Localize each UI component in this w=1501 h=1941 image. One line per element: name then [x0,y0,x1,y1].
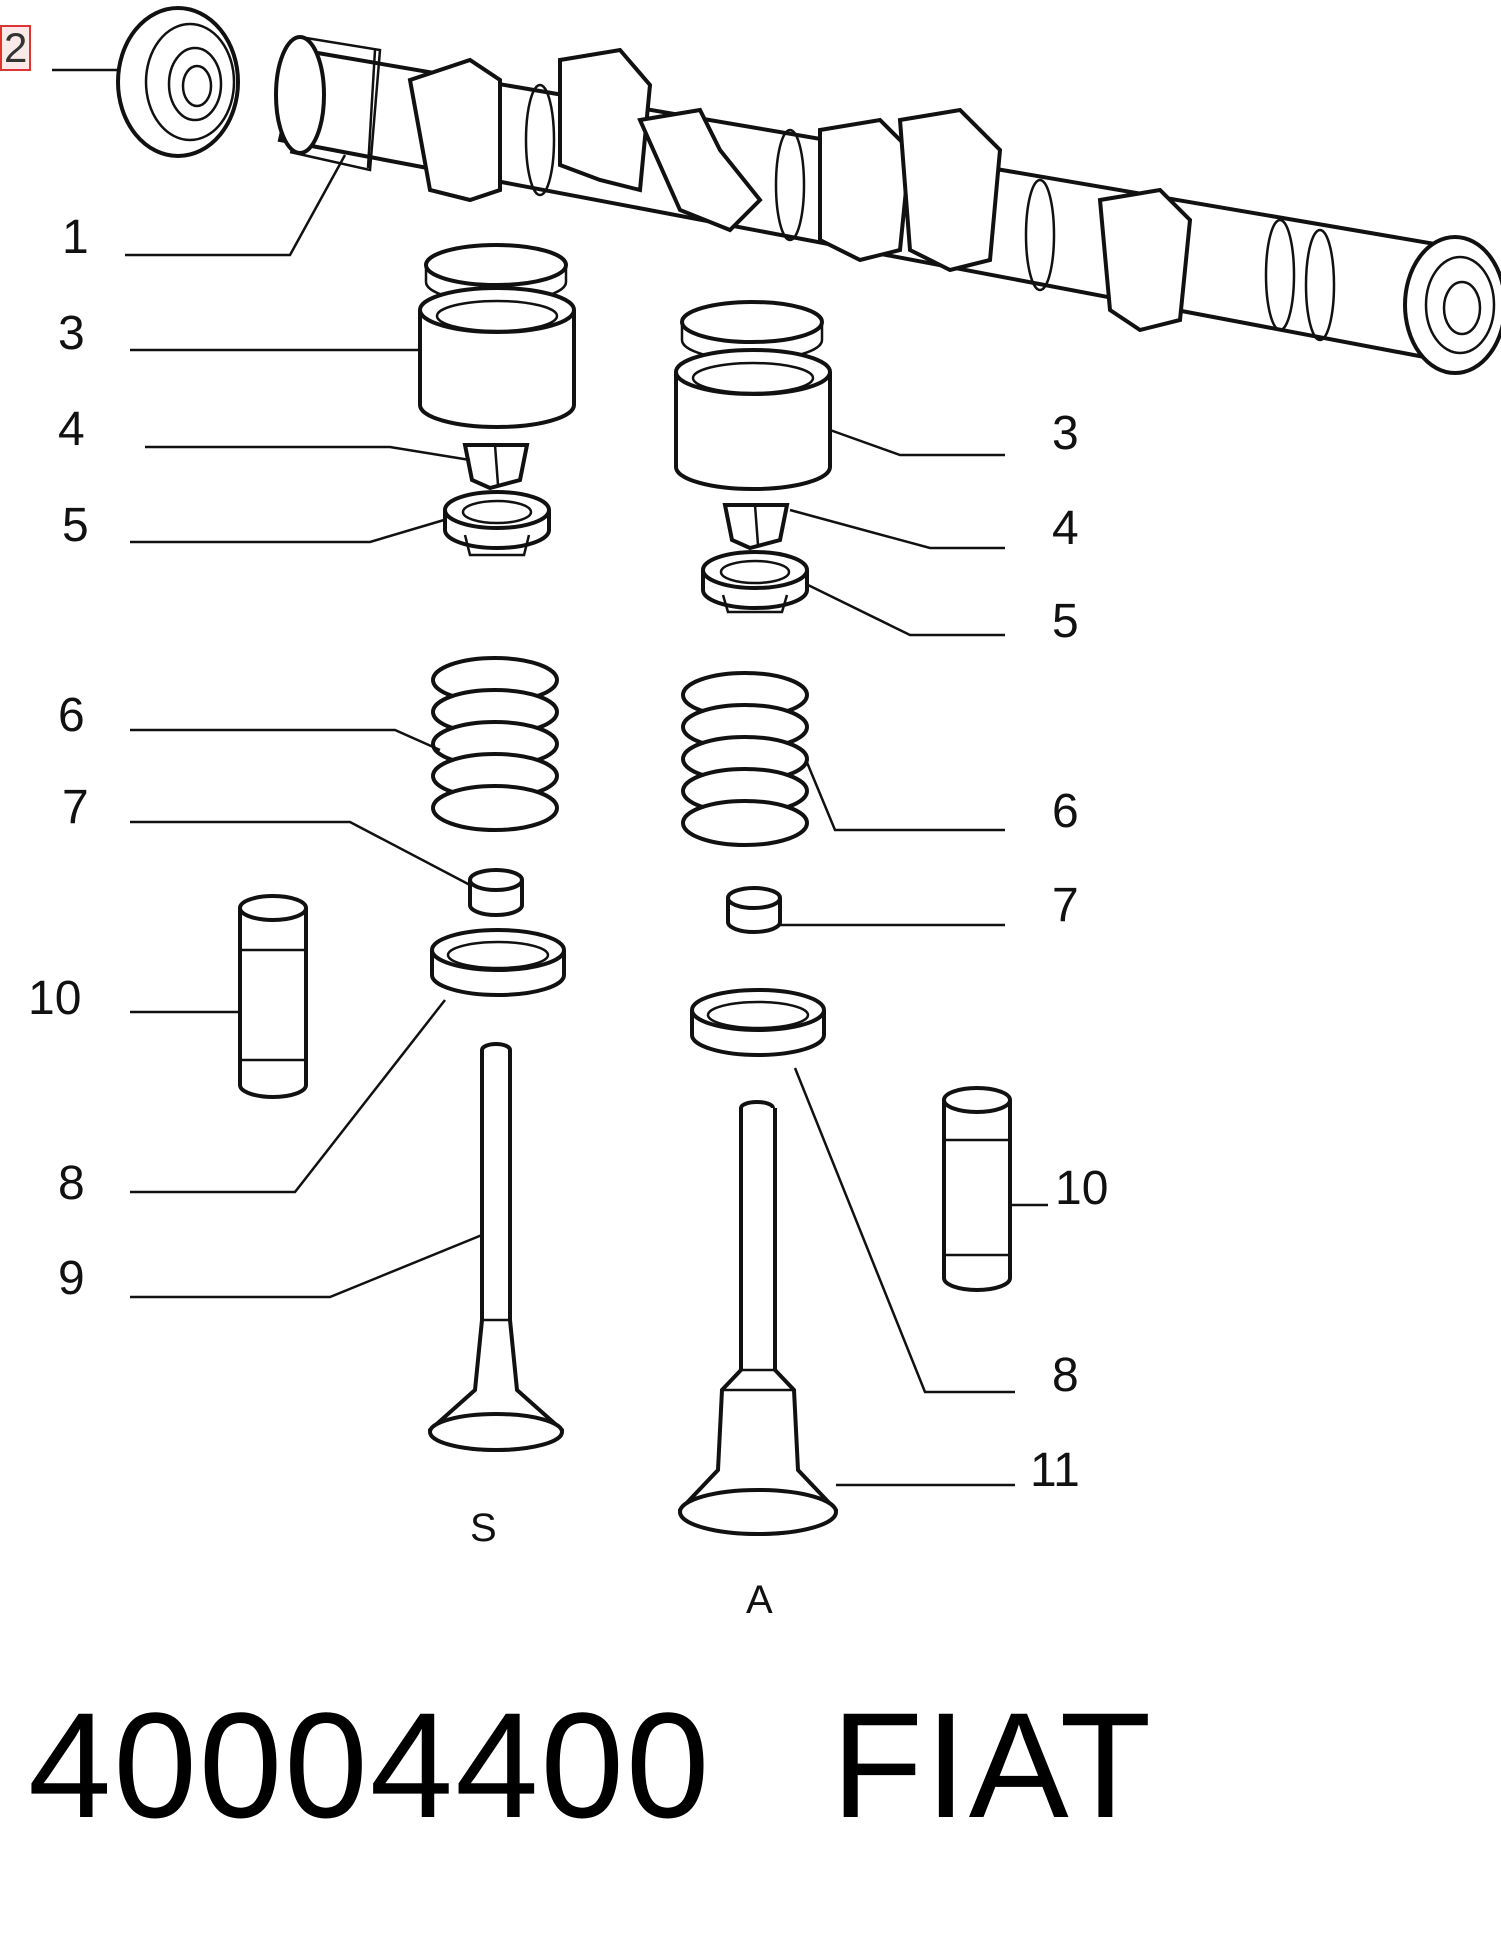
callout-left-seat: 8 [58,1157,85,1210]
right-stem-seal [726,886,782,934]
leader-lines [52,68,1048,1487]
callout-right-spring: 6 [1052,785,1079,838]
left-valve-guide [238,894,308,1099]
left-intake-valve [427,1042,565,1452]
part-number: 40004400 [28,1681,712,1849]
callout-right-guide: 10 [1055,1162,1109,1215]
left-valve-keeper [462,443,530,491]
valve-label-right: A [746,1578,773,1622]
left-valve-spring [431,656,559,832]
right-valve-spring [681,671,809,847]
callout-left-valve: 9 [58,1252,85,1305]
right-tappet-bucket [674,348,832,491]
right-spring-retainer [701,550,809,614]
left-spring-retainer [443,490,551,557]
callout-left-tappet: 3 [58,307,85,360]
right-valve-keeper [722,503,790,551]
left-spring-seat [430,928,566,997]
callout-left-spring: 6 [58,689,85,742]
callout-left-retainer: 5 [62,499,89,552]
callout-left-keeper: 4 [58,403,85,456]
brand-name: FIAT [831,1681,1154,1849]
camshaft-part [274,35,1501,375]
right-spring-seat [690,988,826,1057]
callout-right-retainer: 5 [1052,595,1079,648]
callout-camshaft: 1 [62,211,89,264]
callout-right-valve: 11 [1030,1444,1080,1497]
left-tappet-bucket [418,286,576,429]
callout-right-seat: 8 [1052,1349,1079,1402]
callout-right-tappet: 3 [1052,407,1079,460]
right-exhaust-valve [677,1100,839,1536]
left-stem-seal [468,868,524,917]
valve-label-left: S [470,1506,497,1550]
callout-oil-seal: 2 [0,25,32,71]
callout-left-guide: 10 [28,972,82,1025]
oil-seal-part [116,6,240,158]
right-valve-guide [942,1086,1012,1292]
callout-left-stem-seal: 7 [62,781,89,834]
callout-right-stem-seal: 7 [1052,879,1079,932]
callout-right-keeper: 4 [1052,502,1079,555]
